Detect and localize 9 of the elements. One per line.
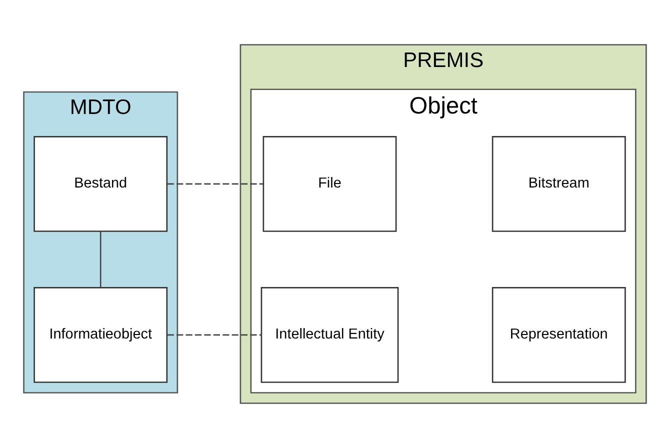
node-box: File — [262, 136, 397, 232]
connector — [167, 334, 262, 336]
node-box: Informatieobject — [34, 287, 168, 383]
connector — [167, 183, 264, 185]
connector — [100, 232, 102, 288]
node-box: Bitstream — [492, 136, 626, 232]
node-box: Representation — [492, 287, 626, 383]
node-box: Bestand — [34, 136, 168, 232]
node-box: Intellectual Entity — [260, 287, 399, 383]
